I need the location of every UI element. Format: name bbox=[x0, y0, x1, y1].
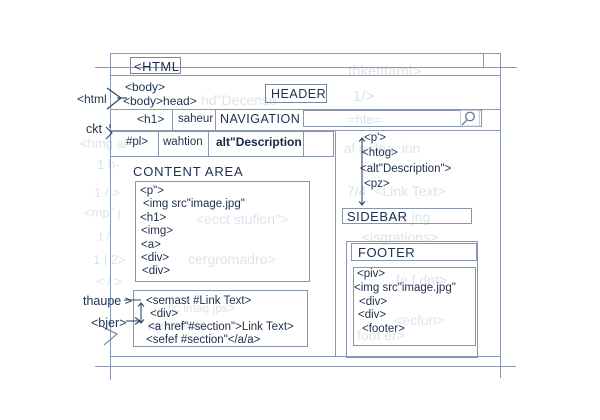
code-line: <piv> bbox=[357, 268, 386, 280]
html-tag-box bbox=[130, 57, 181, 74]
footer-content-box bbox=[353, 267, 476, 346]
attr-row-box bbox=[110, 131, 334, 157]
code-line: <h1> bbox=[140, 211, 167, 224]
html-tag-label: <HTML bbox=[134, 59, 180, 74]
code-line: <p"> bbox=[140, 185, 164, 197]
body-line2: <body>head> bbox=[123, 94, 197, 108]
code-line: <div> bbox=[150, 307, 179, 320]
code-line: <a> bbox=[141, 238, 161, 251]
frame-right-line bbox=[500, 53, 501, 378]
frame-top-line bbox=[110, 53, 500, 54]
ghost-text: 1 h- bbox=[97, 157, 120, 172]
frame-left-line bbox=[110, 53, 111, 380]
code-line: <img src"image.jpg" bbox=[354, 281, 456, 294]
links-box bbox=[133, 290, 308, 347]
footer-label-box bbox=[351, 243, 477, 261]
links-code-list: <semast #Link Text> <div> <a href"#secti… bbox=[146, 295, 294, 347]
code-line: <div> bbox=[358, 309, 387, 322]
code-line: <img src"image.jpg" bbox=[143, 198, 245, 211]
code-line: <div> bbox=[359, 295, 388, 308]
margin-label-html: <html bbox=[77, 92, 107, 106]
content-area-title: CONTENT AREA bbox=[133, 164, 244, 179]
code-line: <pz> bbox=[364, 177, 390, 190]
code-line: <div> bbox=[142, 265, 171, 278]
ghost-text: 1/> bbox=[353, 88, 375, 105]
header-box bbox=[265, 84, 327, 103]
outer-bottom-line bbox=[95, 366, 516, 367]
nav-divider-1 bbox=[172, 109, 173, 130]
nav-cell-saheur: saheur bbox=[178, 113, 214, 125]
code-line: <htog> bbox=[362, 147, 398, 160]
attr-divider-3 bbox=[303, 131, 304, 157]
code-line: <semast #Link Text> bbox=[146, 295, 252, 307]
nav-label[interactable]: NAVIGATION bbox=[220, 112, 301, 126]
sidebar-label: SIDEBAR bbox=[347, 209, 408, 224]
content-box bbox=[135, 181, 310, 282]
attr-divider-1 bbox=[158, 131, 159, 157]
nav-row-bottom-line bbox=[110, 130, 500, 131]
margin-label-ckt: ckt bbox=[86, 122, 102, 136]
titlebar-line bbox=[95, 67, 517, 68]
nav-divider-2 bbox=[215, 109, 216, 130]
ghost-text: <mp" j bbox=[84, 205, 121, 220]
margin-label-bjer: <bjer> bbox=[91, 316, 127, 330]
nav-cell-h1: <h1> bbox=[137, 112, 165, 126]
code-line: <footer> bbox=[362, 323, 405, 336]
code-line[interactable]: <a href"#section">Link Text> bbox=[148, 320, 294, 333]
attr-cell-description: alt"Description bbox=[216, 135, 302, 149]
body-row-bottom-line bbox=[110, 109, 500, 110]
code-line: <alt"Description"> bbox=[360, 162, 452, 175]
frame-bottom-line bbox=[110, 356, 500, 357]
footer-code-list: <piv> <img src"image.jpg" <div> <div> <f… bbox=[354, 268, 456, 337]
sidebar-box bbox=[342, 208, 472, 224]
code-line: <p'> bbox=[364, 132, 387, 144]
ghost-text: thketltaml> bbox=[348, 63, 421, 80]
attr-divider-2 bbox=[208, 131, 209, 157]
ghost-text: 1 / > bbox=[94, 185, 120, 200]
footer-label: FOOTER bbox=[358, 245, 416, 260]
titlebar-corner-line bbox=[483, 53, 484, 67]
margin-label-thaupe: thaupe > bbox=[83, 294, 133, 308]
body-line1: <body> bbox=[125, 80, 166, 94]
header-label: HEADER bbox=[271, 87, 327, 101]
sidebar-code-list: <p'> <htog> <alt"Description"> <pz> bbox=[360, 131, 451, 192]
code-line: <img> bbox=[141, 225, 173, 238]
attr-cell-pl: #pl> bbox=[126, 136, 149, 148]
attr-cell-wahtion: wahtion bbox=[163, 136, 203, 148]
footer-container-box bbox=[346, 241, 478, 358]
search-input[interactable] bbox=[303, 110, 482, 127]
code-line: <sefef #section"</a/a> bbox=[146, 333, 261, 346]
ghost-text: t / bbox=[99, 229, 110, 244]
column-divider-line bbox=[335, 131, 336, 356]
content-code-list: <p"> <img src"image.jpg" <h1> <img> <a> … bbox=[140, 185, 245, 279]
code-line: <div> bbox=[141, 252, 170, 265]
titlebar-bottom-line bbox=[110, 75, 500, 76]
